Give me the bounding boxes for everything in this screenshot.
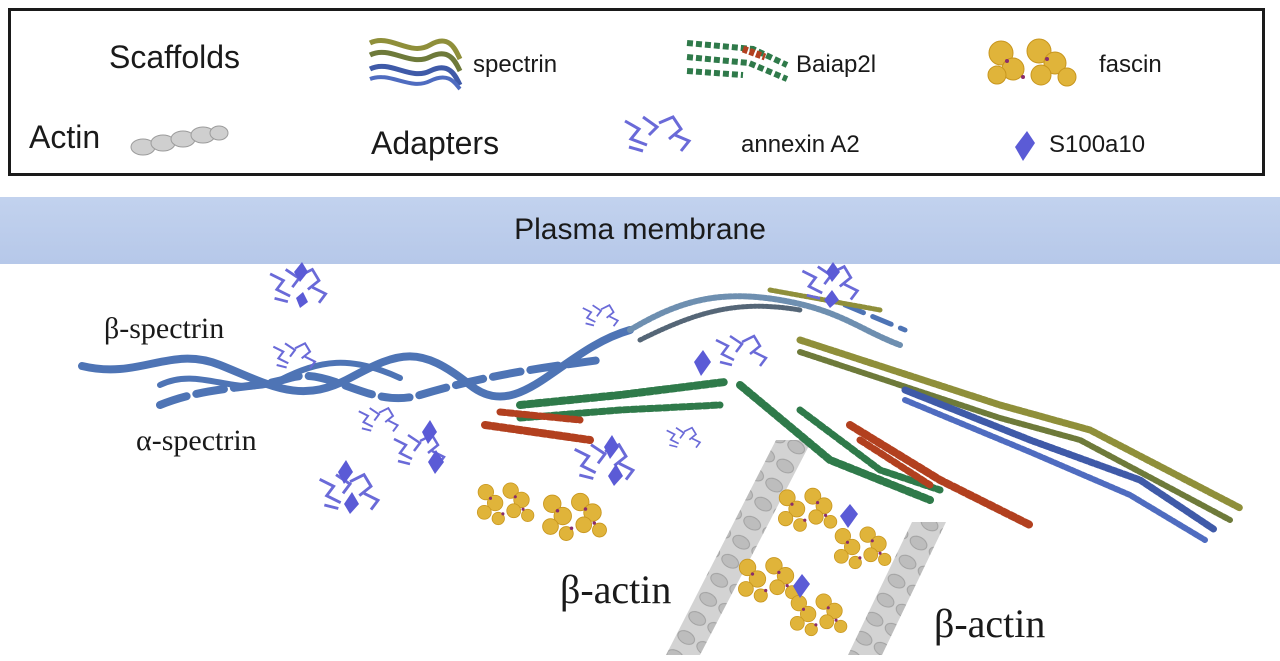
actin-legend-icon (130, 125, 229, 156)
alpha-spectrin-label: α-spectrin (136, 424, 257, 457)
s100-legend-icon (1015, 131, 1035, 161)
beta-actin-label-left: β-actin (560, 567, 672, 612)
actin-filament-left (666, 440, 812, 655)
spectrin-legend-icon (368, 38, 463, 91)
legend-actin-heading: Actin (29, 119, 101, 155)
legend-spectrin-label: spectrin (473, 51, 558, 78)
legend-adapters-heading: Adapters (371, 125, 500, 161)
fascin-legend-icon (987, 38, 1077, 87)
legend-s100-label: S100a10 (1049, 131, 1146, 158)
legend-box: Scaffolds spectrin Baiap2l fascin Actin … (8, 8, 1265, 176)
spectrin-filament (78, 302, 908, 409)
legend-fascin-label: fascin (1099, 51, 1162, 78)
fascin-clusters (476, 482, 892, 637)
annexin-legend-icon (624, 115, 692, 153)
actin-filament-right (848, 522, 946, 655)
legend-baiap2l-label: Baiap2l (796, 51, 877, 78)
baiap2l-bundle (481, 378, 1034, 529)
legend-annexin-label: annexin A2 (741, 131, 860, 158)
plasma-membrane-label: Plasma membrane (514, 213, 766, 246)
spectrin-ribbon-bundle (627, 287, 1244, 543)
baiap2l-legend-icon (686, 40, 789, 82)
beta-actin-label-right: β-actin (934, 601, 1046, 646)
s100-molecules (294, 262, 858, 598)
beta-spectrin-label: β-spectrin (104, 312, 225, 345)
legend-scaffolds-heading: Scaffolds (109, 39, 241, 75)
plasma-membrane: Plasma membrane (0, 197, 1280, 264)
